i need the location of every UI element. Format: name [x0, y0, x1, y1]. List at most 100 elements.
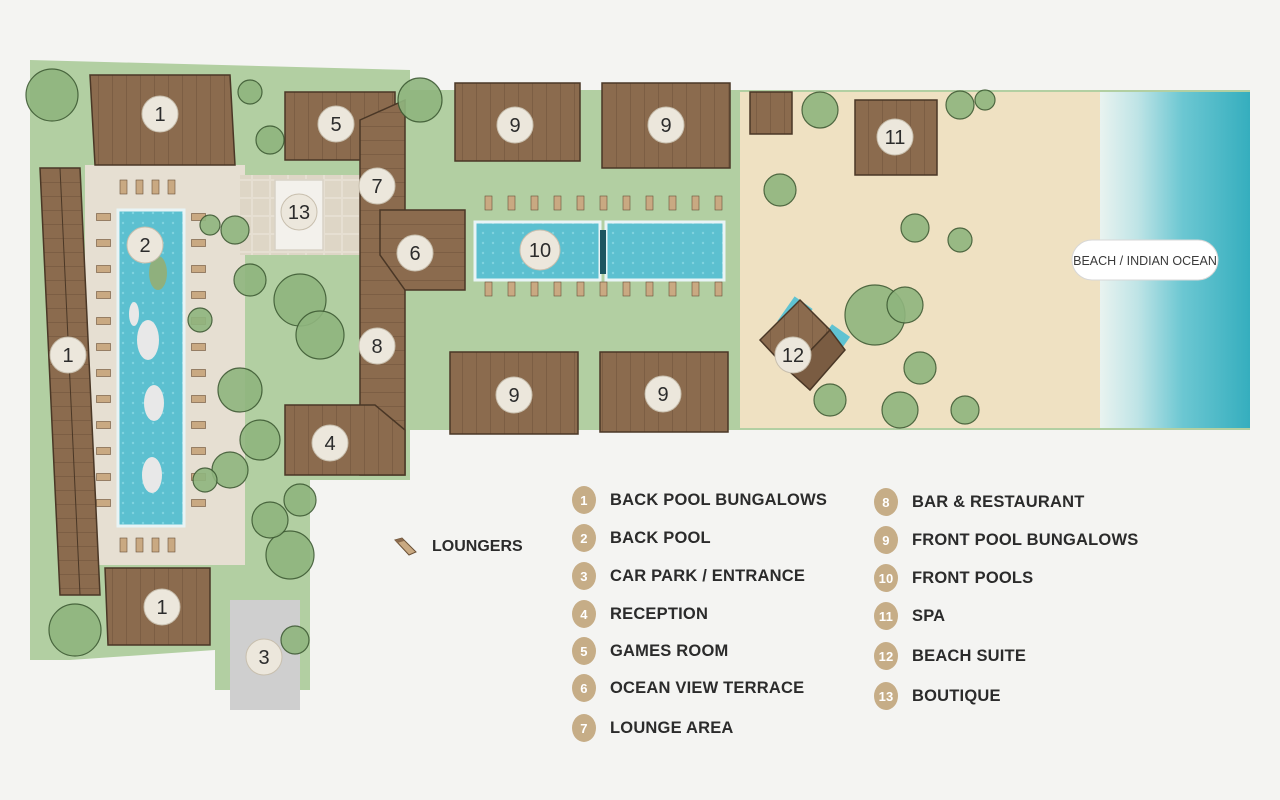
legend-badge: 9: [874, 526, 898, 554]
lounger: [668, 281, 677, 297]
beach-label: BEACH / INDIAN OCEAN: [1071, 239, 1219, 281]
pool-island: [137, 320, 159, 360]
lounger: [167, 537, 176, 553]
tree: [48, 603, 102, 657]
svg-text:1: 1: [62, 345, 73, 367]
legend-label: FRONT POOL BUNGALOWS: [912, 530, 1139, 549]
tree: [251, 501, 289, 539]
legend-badge: 11: [874, 602, 898, 630]
lounger: [96, 317, 111, 325]
legend-label: GAMES ROOM: [610, 641, 729, 660]
legend-item-3: 3 CAR PARK / ENTRANCE: [572, 562, 805, 590]
legend-badge: 2: [572, 524, 596, 552]
marker-3: 3: [245, 638, 283, 676]
svg-text:9: 9: [509, 115, 520, 137]
lounger: [96, 447, 111, 455]
svg-text:5: 5: [330, 114, 341, 136]
tree: [211, 451, 249, 489]
svg-text:6: 6: [409, 243, 420, 265]
legend-label: BEACH SUITE: [912, 646, 1027, 665]
legend-badge: 1: [572, 486, 596, 514]
tree: [886, 286, 924, 324]
svg-text:7: 7: [371, 176, 382, 198]
tree: [945, 90, 975, 120]
svg-text:2: 2: [139, 235, 150, 257]
legend-loungers: LOUNGERS: [392, 536, 523, 558]
legend-item-8: 8 BAR & RESTAURANT: [874, 488, 1084, 516]
lounger: [135, 537, 144, 553]
lounger: [714, 195, 723, 211]
marker-8: 8: [358, 327, 396, 365]
lounger: [119, 179, 128, 195]
beach-hut: [749, 91, 793, 135]
tree: [25, 68, 79, 122]
tree: [220, 215, 250, 245]
buildings: [39, 74, 938, 646]
legend-badge: 6: [572, 674, 596, 702]
legend-item-10: 10 FRONT POOLS: [874, 564, 1033, 592]
loungers: [96, 179, 723, 553]
beach-label-text: BEACH / INDIAN OCEAN: [1073, 254, 1217, 268]
legend-badge: 4: [572, 600, 596, 628]
legend-label: BACK POOL BUNGALOWS: [610, 490, 828, 509]
legend-item-9: 9 FRONT POOL BUNGALOWS: [874, 526, 1138, 554]
svg-text:9: 9: [657, 384, 668, 406]
marker-9-d: 9: [644, 375, 682, 413]
lounger: [691, 195, 700, 211]
tree: [237, 79, 263, 105]
svg-text:8: 8: [371, 336, 382, 358]
lounger: [191, 343, 206, 351]
lounger: [191, 499, 206, 507]
svg-text:13: 13: [288, 202, 310, 224]
tree: [217, 367, 263, 413]
tree: [199, 214, 221, 236]
legend-label: OCEAN VIEW TERRACE: [610, 678, 805, 697]
pool-island: [144, 385, 164, 421]
lounger-icon: [394, 537, 417, 556]
lounger: [167, 179, 176, 195]
marker-1-left: 1: [49, 336, 87, 374]
lounger: [507, 281, 516, 297]
lounger: [599, 195, 608, 211]
marker-2: 2: [126, 226, 164, 264]
legend-label: RECEPTION: [610, 604, 709, 623]
lounger: [96, 395, 111, 403]
legend-badge: 12: [874, 642, 898, 670]
legend-label: LOUNGE AREA: [610, 718, 734, 737]
tree: [192, 467, 218, 493]
pool-island: [149, 256, 167, 290]
legend-label: BAR & RESTAURANT: [912, 492, 1085, 511]
tree: [295, 310, 345, 360]
tree: [280, 625, 310, 655]
marker-11: 11: [876, 118, 914, 156]
legend-item-13: 13 BOUTIQUE: [874, 682, 1001, 710]
legend-label: BACK POOL: [610, 528, 711, 547]
lounger: [484, 281, 493, 297]
svg-text:1: 1: [154, 104, 165, 126]
pool-island: [129, 302, 139, 326]
marker-6: 6: [396, 234, 434, 272]
front-pool-right: [604, 220, 726, 282]
lounger: [530, 195, 539, 211]
marker-1-top: 1: [141, 95, 179, 133]
marker-1-bottom: 1: [143, 588, 181, 626]
legend-badge: 8: [874, 488, 898, 516]
lounger: [151, 179, 160, 195]
pool-divider: [600, 230, 606, 274]
tree: [801, 91, 839, 129]
marker-5: 5: [317, 105, 355, 143]
lounger: [691, 281, 700, 297]
lounger: [714, 281, 723, 297]
tree: [187, 307, 213, 333]
marker-4: 4: [311, 424, 349, 462]
tree: [283, 483, 317, 517]
lounger: [191, 421, 206, 429]
tree: [903, 351, 937, 385]
legend-badge: 3: [572, 562, 596, 590]
tree: [233, 263, 267, 297]
tree: [881, 391, 919, 429]
legend-label: CAR PARK / ENTRANCE: [610, 566, 806, 585]
building-12b: [788, 328, 846, 392]
lounger: [96, 213, 111, 221]
legend-item-2: 2 BACK POOL: [572, 524, 711, 552]
